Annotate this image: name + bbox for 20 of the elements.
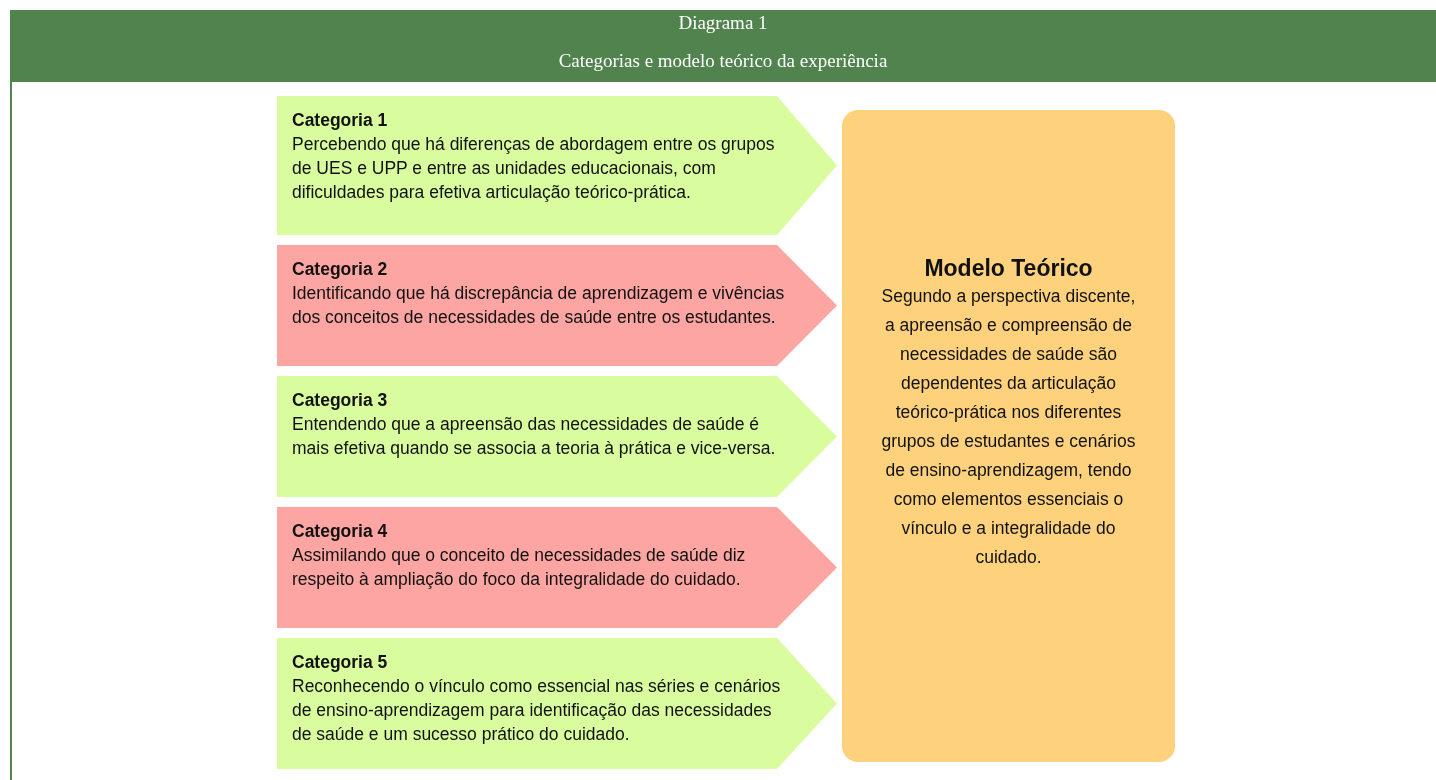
category-heading: Categoria 5 (292, 651, 389, 674)
category-text: Percebendo que há diferenças de abordagem entre os grupos de UES e UPP e entre as unidades educacionais, com dificuldades para efetiva articulação teórico-prática. (292, 134, 775, 202)
rounded-box (842, 110, 1175, 762)
category-banner (277, 507, 837, 628)
model-text: Segundo a perspectiva discente, a apreensão e compreensão de necessidades de saúde são dependentes da articulação teórico-prática nos diferentes grupos de estudantes e cenários de ensino-aprendizagem, tendo como elementos essenciais o vínculo e a integralidade do cuidado. (880, 285, 1137, 569)
category-banner (277, 376, 837, 497)
category-heading: Categoria 3 (292, 389, 389, 412)
category-text: Identificando que há discrepância de aprendizagem e vivências dos conceitos de necessidades de saúde entre os estudantes. (292, 283, 785, 327)
category-heading: Categoria 4 (292, 520, 389, 543)
category-banner (277, 96, 837, 235)
category-text: Assimilando que o conceito de necessidades de saúde diz respeito à ampliação do foco da integralidade do cuidado. (292, 545, 746, 589)
model-heading: Modelo Teórico (923, 254, 1094, 282)
category-heading: Categoria 2 (292, 258, 389, 281)
category-text: Entendendo que a apreensão das necessidades de saúde é mais efetiva quando se associa a teoria à prática e vice-versa. (292, 414, 776, 458)
category-heading: Categoria 1 (292, 109, 389, 132)
category-banner (277, 245, 837, 366)
diagram-title: Diagrama 1 (678, 12, 768, 33)
category-banner (277, 638, 837, 769)
diagram-caption: Categorias e modelo teórico da experiência (558, 50, 888, 71)
category-text: Reconhecendo o vínculo como essencial nas séries e cenários de ensino-aprendizagem para identificação das necessidades de saúde e um sucesso prático do cuidado. (292, 676, 781, 744)
